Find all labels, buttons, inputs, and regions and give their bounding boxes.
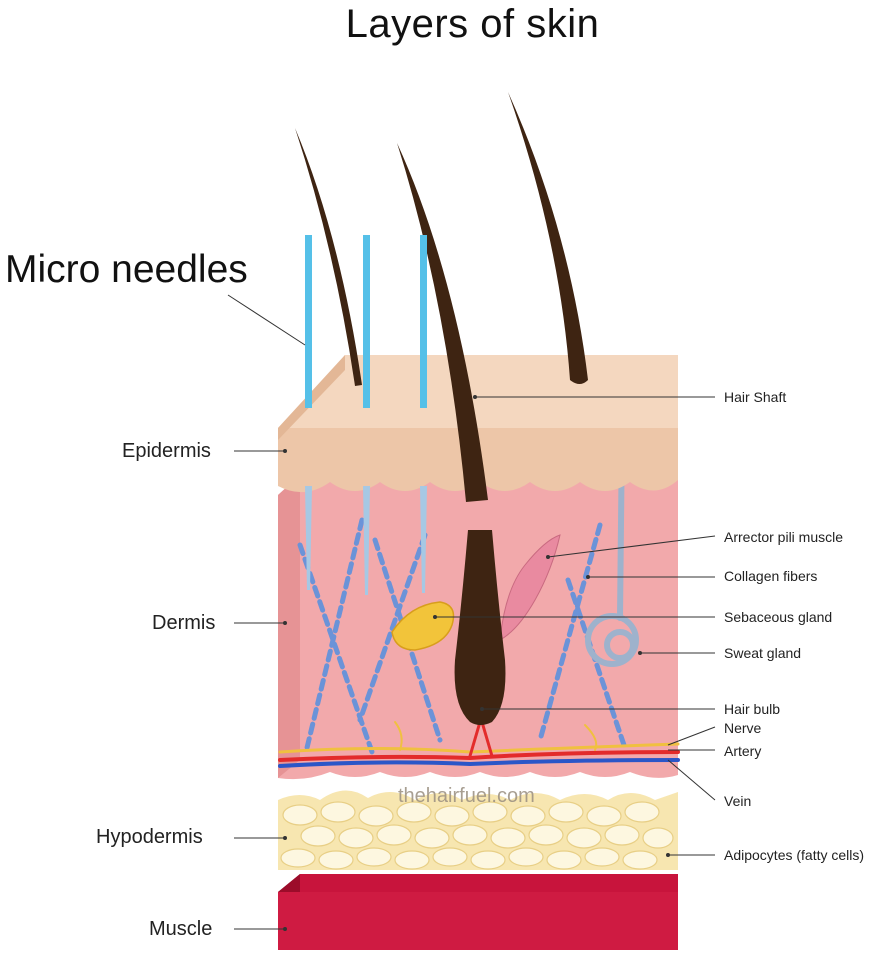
adipocyte-cells — [280, 801, 674, 870]
diagram-title: Layers of skin — [345, 2, 600, 46]
hair-shaft-label: Hair Shaft — [724, 389, 787, 405]
hair-follicle — [454, 530, 506, 725]
watermark: thehairfuel.com — [398, 785, 535, 807]
pointer-dots — [283, 395, 670, 931]
artery-line — [278, 750, 680, 762]
collagen-fibers-label: Collagen fibers — [724, 568, 818, 584]
sebaceous-gland — [391, 601, 455, 651]
vein-label: Vein — [724, 793, 752, 809]
pointer-lines — [227, 294, 716, 930]
dermis-label: Dermis — [152, 612, 216, 634]
hairs — [295, 92, 588, 502]
nerve-label: Nerve — [724, 720, 762, 736]
hair-bulb-label: Hair bulb — [724, 701, 781, 717]
hypodermis-layer — [278, 790, 678, 870]
blood-vessels — [278, 720, 680, 768]
micro-needles — [305, 235, 427, 595]
hypodermis-label: Hypodermis — [96, 826, 203, 848]
micro-needles-label: Micro needles — [5, 248, 248, 291]
arrector-pili-muscle-label: Arrector pili muscle — [724, 529, 844, 545]
artery-label: Artery — [724, 743, 762, 759]
sebaceous-gland-label: Sebaceous gland — [724, 609, 833, 625]
vein-line — [278, 758, 680, 768]
epidermis-label: Epidermis — [122, 440, 211, 462]
muscle-label: Muscle — [149, 918, 213, 940]
adipocytes-label: Adipocytes (fatty cells) — [724, 847, 865, 863]
arrector-pili-muscle — [499, 534, 561, 641]
muscle-layer — [278, 874, 678, 950]
sweat-gland-label: Sweat gland — [724, 645, 802, 661]
